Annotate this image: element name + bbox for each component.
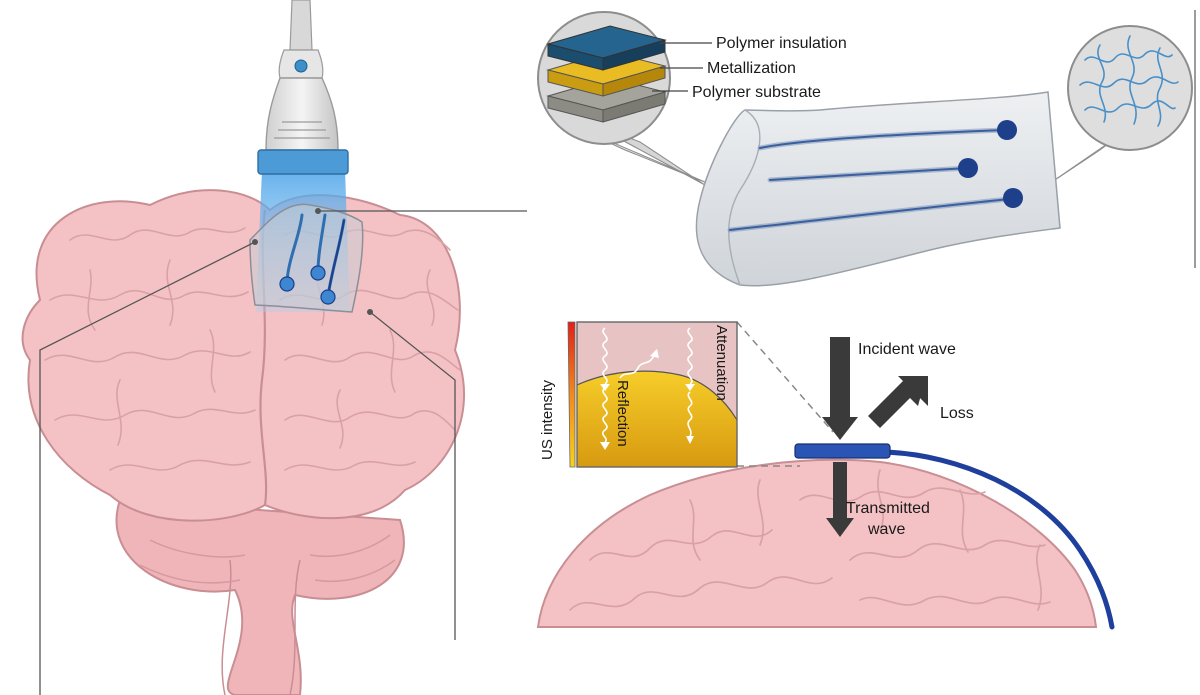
implant-transducer — [794, 443, 891, 459]
flexible-device-sheet — [695, 91, 1061, 287]
implant-patch-left — [249, 203, 364, 313]
device-cable — [882, 449, 1115, 630]
sheet-electrodes — [958, 120, 1023, 208]
connector-lines — [39, 210, 527, 695]
probe-button-icon — [294, 59, 308, 73]
us-intensity-bar — [567, 321, 576, 468]
connector-dot — [315, 208, 321, 214]
label-transmitted-line1: Transmitted — [846, 500, 930, 517]
zoom-dashed-lines — [736, 321, 834, 467]
loss-arrow — [868, 376, 928, 428]
label-loss: Loss — [940, 405, 974, 422]
label-polymer-insulation: Polymer insulation — [716, 35, 847, 52]
label-metallization: Metallization — [707, 60, 796, 77]
label-transmitted-line2: wave — [867, 521, 905, 538]
connector-dot — [367, 309, 373, 315]
connector-dot — [252, 239, 258, 245]
patch-electrodes-left — [279, 265, 336, 305]
label-polymer-substrate: Polymer substrate — [692, 84, 821, 101]
brain-left-illustration — [21, 189, 465, 695]
label-us-intensity: US intensity — [539, 379, 556, 460]
ultrasound-probe — [257, 0, 349, 175]
mesh-pattern-icon — [1079, 35, 1179, 127]
layer-leader-lines — [652, 42, 712, 92]
transmitted-wave-arrow — [826, 462, 854, 537]
label-incident-wave: Incident wave — [858, 341, 956, 358]
label-reflection: Reflection — [614, 380, 631, 447]
inset-panel — [576, 321, 738, 468]
layer-stack — [546, 25, 667, 123]
brain-right-illustration — [536, 458, 1098, 628]
patch-trace-highlight — [327, 219, 345, 297]
label-attenuation: Attenuation — [713, 325, 730, 401]
incident-wave-arrow — [822, 337, 858, 440]
